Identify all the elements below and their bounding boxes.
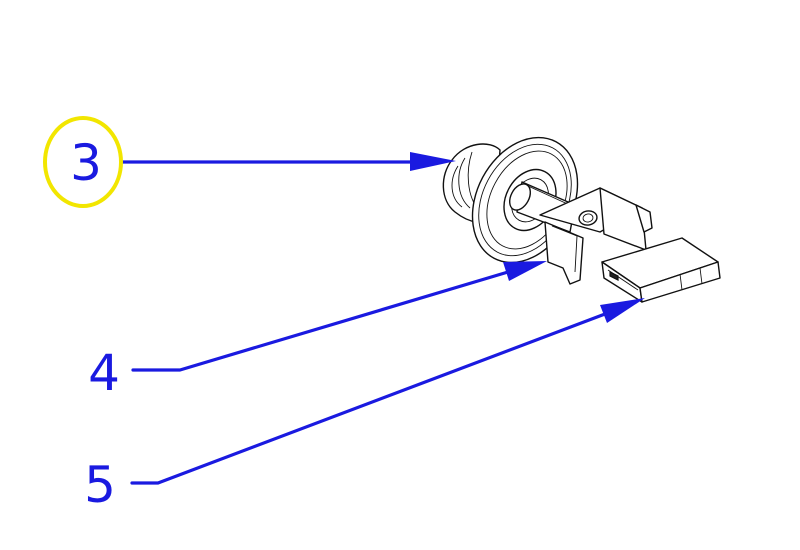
leader-3 bbox=[120, 152, 456, 171]
callout-3-highlight-ring bbox=[43, 116, 123, 208]
part-4-bracket bbox=[539, 187, 653, 285]
arrowhead-4 bbox=[503, 261, 547, 281]
callout-3-label: 3 bbox=[70, 134, 102, 192]
leader-lines bbox=[120, 152, 645, 485]
leader-5 bbox=[130, 298, 645, 485]
callouts: 3 4 5 bbox=[43, 116, 123, 514]
arrowhead-5 bbox=[600, 298, 645, 323]
arrowhead-3 bbox=[410, 152, 456, 171]
socket-assembly-drawing bbox=[442, 136, 721, 303]
callout-4-label: 4 bbox=[88, 344, 120, 402]
part-5-connector bbox=[601, 237, 721, 303]
leader-4 bbox=[131, 261, 547, 372]
callout-5-label: 5 bbox=[84, 456, 116, 514]
